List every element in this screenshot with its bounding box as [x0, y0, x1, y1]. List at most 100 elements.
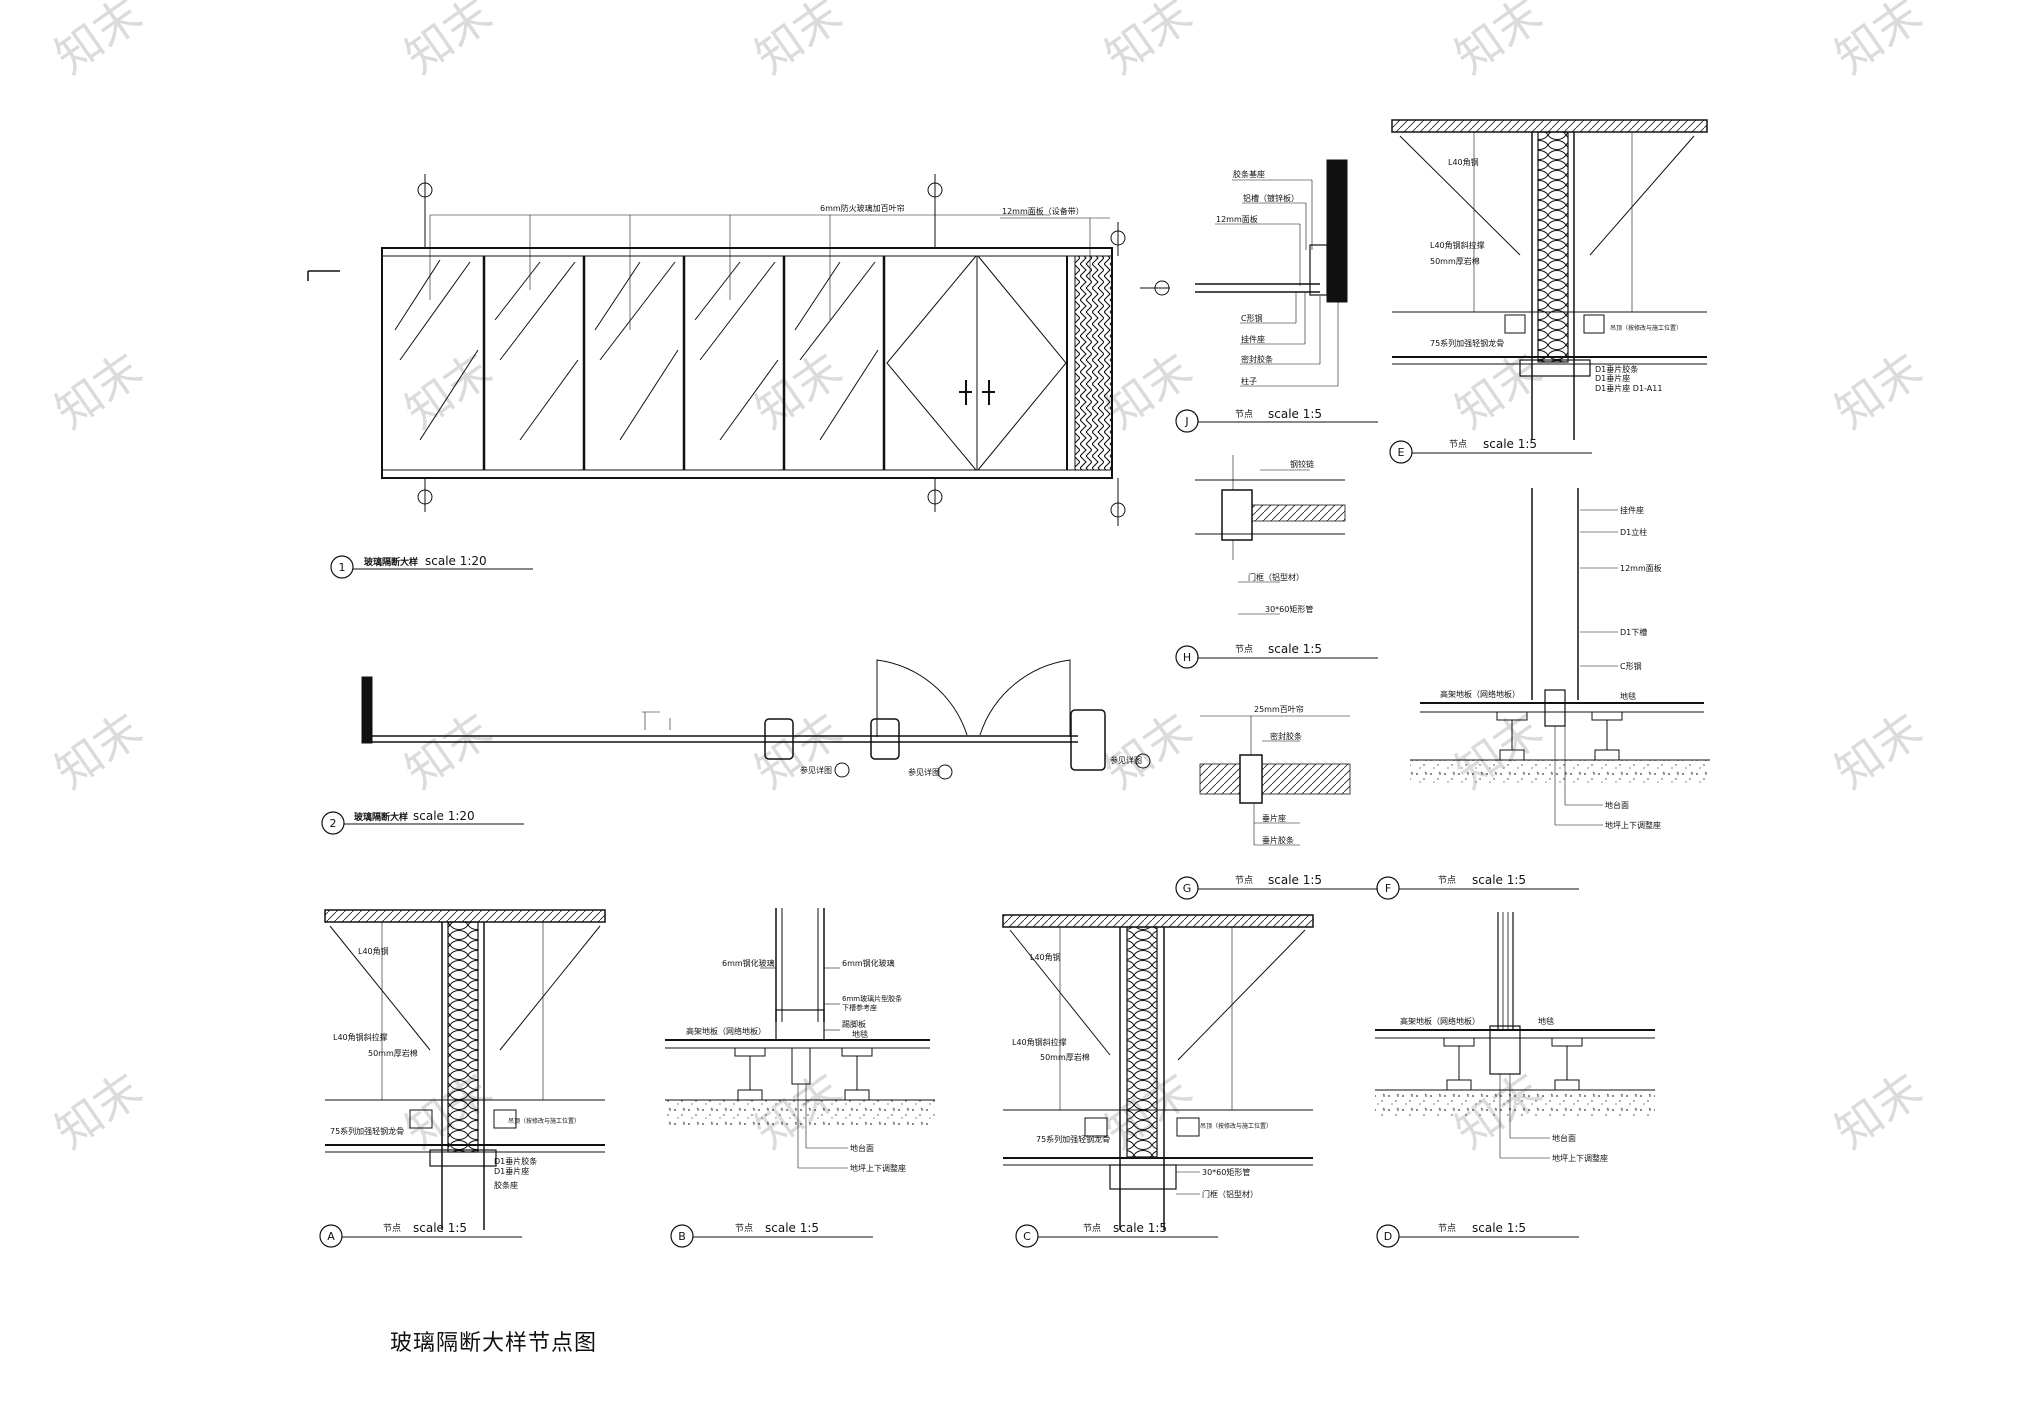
view-scale-j: scale 1:5	[1268, 407, 1322, 421]
view-marker-j: J	[1184, 415, 1188, 428]
view-title-b: 节点	[735, 1223, 753, 1234]
label-e7: D1垂片座	[1595, 373, 1630, 383]
watermark-text: 知末	[1825, 0, 1931, 84]
detail-d	[1375, 912, 1655, 1159]
label-e6: D1垂片胶条	[1595, 364, 1638, 374]
watermark-text: 知末	[395, 702, 501, 799]
detail-j-title: J 节点 scale 1:5	[1175, 407, 1378, 433]
label-j7: 柱子	[1241, 376, 1257, 386]
label-h1: 钢铰链	[1290, 459, 1314, 469]
view-title-a: 节点	[383, 1223, 401, 1234]
detail-j	[1195, 159, 1348, 387]
label-b1: 6mm钢化玻璃	[722, 958, 775, 968]
label-g4: 垂片胶条	[1262, 835, 1294, 845]
label-a7: D1垂片座	[494, 1166, 529, 1176]
label-a2: L40角钢斜拉撑	[333, 1032, 388, 1042]
view-title-d: 节点	[1438, 1223, 1456, 1234]
label-c3: 50mm厚岩棉	[1040, 1052, 1090, 1062]
view-marker-g: G	[1183, 882, 1192, 895]
detail-e-title: E 节点 scale 1:5	[1389, 437, 1592, 464]
view-scale-e: scale 1:5	[1483, 437, 1537, 451]
detail-c-title: C 节点 scale 1:5	[1015, 1221, 1218, 1248]
label-a3: 50mm厚岩棉	[368, 1048, 418, 1058]
view-marker-c: C	[1023, 1230, 1031, 1243]
label-b3: 6mm玻璃片型胶条	[842, 994, 902, 1003]
label-d4: 地坪上下调整座	[1552, 1153, 1608, 1163]
label-h3: 30*60矩形管	[1265, 604, 1313, 614]
label-g3: 垂片座	[1262, 813, 1286, 823]
view-title-2: 玻璃隔断大样	[354, 811, 408, 823]
sheet-title: 玻璃隔断大样节点图	[390, 1331, 598, 1356]
watermark-text: 知末	[745, 702, 851, 799]
view-marker-a: A	[327, 1230, 335, 1243]
label-b7: 高架地板（网络地板）	[686, 1026, 766, 1036]
label-a4: 75系列加强轻钢龙骨	[330, 1126, 404, 1136]
label-f2: D1立柱	[1620, 527, 1647, 537]
view-marker-circle	[330, 555, 354, 579]
detail-h	[1195, 455, 1346, 615]
label-b4: 下槽参考座	[842, 1003, 877, 1012]
view-scale-b: scale 1:5	[765, 1221, 819, 1235]
detail-d-title: D 节点 scale 1:5	[1376, 1221, 1579, 1248]
watermark-text: 知末	[45, 1062, 151, 1159]
view-title-c: 节点	[1083, 1223, 1101, 1234]
view-1-elevation: 6mm防火玻璃加百叶帘 12mm面板（设备带） 1 玻璃隔断大样 scale 1…	[307, 174, 1170, 579]
watermark-text: 知末	[1095, 0, 1201, 84]
watermark-text: 知末	[745, 342, 851, 439]
label-e5: 吊顶（按修改与施工位置）	[1610, 324, 1682, 332]
detail-g	[1199, 715, 1351, 846]
label-b2: 6mm钢化玻璃	[842, 958, 895, 968]
view-marker-e: E	[1398, 446, 1405, 459]
view-title-e: 节点	[1449, 439, 1467, 450]
watermark-text: 知末	[45, 702, 151, 799]
label-j2: 铝槽（镀锌板）	[1243, 193, 1299, 203]
label-e2: L40角钢斜拉撑	[1430, 240, 1485, 250]
label-v2-ref2: 参见详图	[908, 767, 940, 777]
label-c5: 吊顶（按修改与施工位置）	[1200, 1122, 1272, 1130]
watermark-text: 知末	[1825, 342, 1931, 439]
watermark-text: 知末	[1445, 0, 1551, 84]
detail-f-title: F 节点 scale 1:5	[1376, 873, 1579, 900]
label-h2: 门框（铝型材）	[1248, 572, 1304, 582]
label-f5: C形钢	[1620, 661, 1642, 671]
label-e3: 50mm厚岩棉	[1430, 256, 1480, 266]
label-e1: L40角钢	[1448, 157, 1479, 167]
label-j5: 挂件座	[1241, 334, 1265, 344]
label-d3: 地台面	[1552, 1133, 1576, 1143]
view-scale-g: scale 1:5	[1268, 873, 1322, 887]
label-j3: 12mm面板	[1216, 214, 1258, 224]
detail-a-title: A 节点 scale 1:5	[319, 1221, 522, 1248]
view-2-title: 2 玻璃隔断大样 scale 1:20	[321, 809, 524, 835]
view-title-f: 节点	[1438, 875, 1456, 886]
view-scale-f: scale 1:5	[1472, 873, 1526, 887]
label-c6: 30*60矩形管	[1202, 1167, 1250, 1177]
detail-b	[665, 908, 935, 1169]
label-f4: D1下槽	[1620, 627, 1647, 637]
label-c7: 门框（铝型材）	[1202, 1189, 1258, 1199]
label-a8: 胶条座	[494, 1180, 518, 1190]
label-f3: 12mm面板	[1620, 563, 1662, 573]
label-c4: 75系列加强轻钢龙骨	[1036, 1134, 1110, 1144]
view-title-g: 节点	[1235, 875, 1253, 886]
label-b9: 地坪上下调整座	[850, 1163, 906, 1173]
label-a6: D1垂片胶条	[494, 1156, 537, 1166]
detail-g-title: G 节点 scale 1:5	[1175, 873, 1378, 900]
watermark-layer: 知末知末知末知末知末知末知末知末知末知末知末知末知末知末知末知末知末知末知末知末…	[45, 0, 1931, 1159]
detail-c	[1002, 914, 1314, 1230]
view-scale-a: scale 1:5	[413, 1221, 467, 1235]
view-marker-1: 1	[339, 561, 346, 574]
label-v1-panel: 12mm面板（设备带）	[1002, 206, 1084, 216]
label-v2-ref3: 参见详图	[1110, 755, 1142, 765]
view-scale-h: scale 1:5	[1268, 642, 1322, 656]
view-scale-c: scale 1:5	[1113, 1221, 1167, 1235]
label-c2: L40角钢斜拉撑	[1012, 1037, 1067, 1047]
view-title-1: 玻璃隔断大样	[364, 556, 418, 568]
view-title-h: 节点	[1235, 644, 1253, 655]
label-g1: 25mm百叶帘	[1254, 704, 1304, 714]
view-marker-d: D	[1384, 1230, 1392, 1243]
detail-h-title: H 节点 scale 1:5	[1175, 642, 1378, 669]
label-f6: 高架地板（网络地板）	[1440, 689, 1520, 699]
view-marker-b: B	[678, 1230, 686, 1243]
label-v1-glass: 6mm防火玻璃加百叶帘	[820, 203, 905, 213]
label-c1: L40角钢	[1030, 952, 1061, 962]
